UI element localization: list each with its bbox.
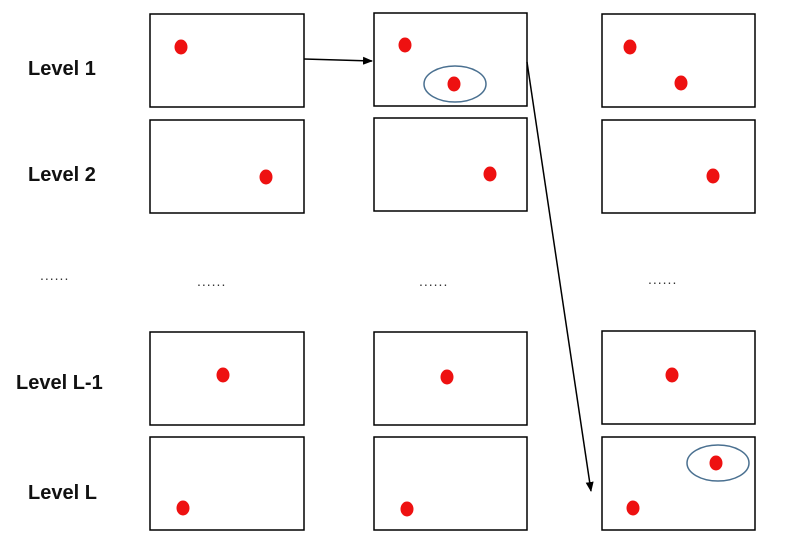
marker-dot xyxy=(447,76,461,92)
marker-dot xyxy=(709,455,723,471)
marker-dot xyxy=(706,168,720,184)
level-l-minus-1-label: Level L-1 xyxy=(16,372,103,394)
panel-column-1-level-l xyxy=(149,436,305,531)
label-column-ellipsis: ...... xyxy=(40,267,69,283)
column-1-ellipsis: ...... xyxy=(197,273,226,289)
marker-dot xyxy=(665,367,679,383)
marker-dot xyxy=(483,166,497,182)
panel-column-3-level-2 xyxy=(601,119,756,214)
panel-column-3-level-1 xyxy=(601,13,756,108)
marker-dot xyxy=(674,75,688,91)
highlight-ellipse-column-2-level-1 xyxy=(423,65,487,103)
panel-column-2-level-1 xyxy=(373,12,528,107)
panel-column-3-level-l-minus-1 xyxy=(601,330,756,425)
panel-column-3-level-l xyxy=(601,436,756,531)
panel-column-1-level-1 xyxy=(149,13,305,108)
panel-column-2-level-l xyxy=(373,436,528,531)
level-1-label: Level 1 xyxy=(28,58,96,80)
highlight-ellipse-column-3-level-l xyxy=(686,444,750,482)
level-2-label: Level 2 xyxy=(28,164,96,186)
marker-dot xyxy=(259,169,273,185)
panel-column-1-level-2 xyxy=(149,119,305,214)
arrow-column-1-to-column-2 xyxy=(303,56,373,65)
marker-dot xyxy=(626,500,640,516)
column-3-ellipsis: ...... xyxy=(648,271,677,287)
marker-dot xyxy=(216,367,230,383)
column-2-ellipsis: ...... xyxy=(419,273,448,289)
marker-dot xyxy=(400,501,414,517)
marker-dot xyxy=(398,37,412,53)
arrow-column-2-to-column-3-level-l xyxy=(526,61,594,492)
marker-dot xyxy=(174,39,188,55)
panel-column-2-level-2 xyxy=(373,117,528,212)
marker-dot xyxy=(176,500,190,516)
level-l-label: Level L xyxy=(28,482,97,504)
marker-dot xyxy=(623,39,637,55)
marker-dot xyxy=(440,369,454,385)
